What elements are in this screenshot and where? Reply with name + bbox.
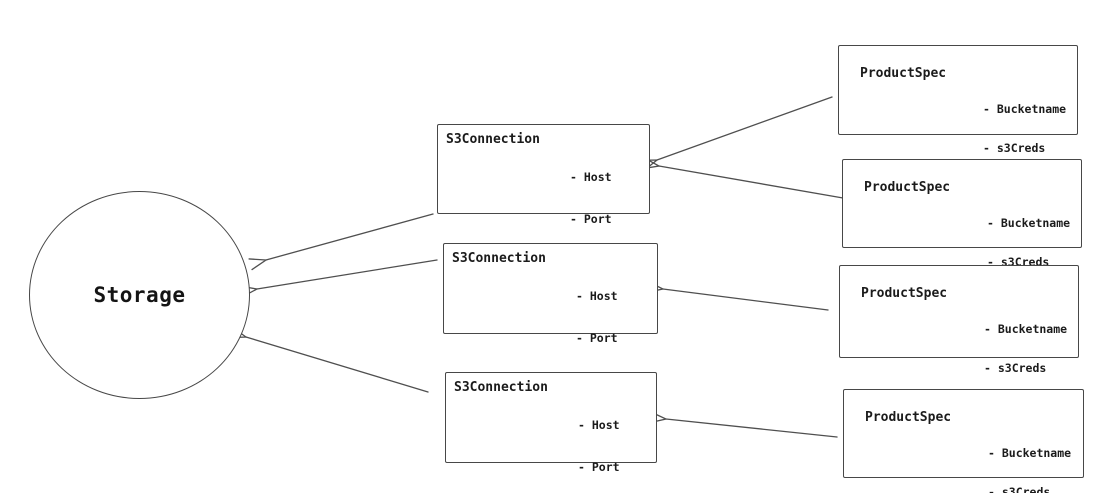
arrow-productspec4-to-s3connection3[interactable] xyxy=(648,411,838,438)
attribute-host: - Host xyxy=(576,289,618,303)
productspec-node-3[interactable]: ProductSpec - Bucketname - s3Creds xyxy=(839,265,1079,375)
attribute-bucketname: - Bucketname xyxy=(984,322,1068,336)
attribute-port: - Port xyxy=(570,212,612,226)
productspec-node-4[interactable]: ProductSpec - Bucketname - s3Creds xyxy=(843,389,1084,493)
s3connection-3-title: S3Connection xyxy=(454,380,548,395)
attribute-port: - Port xyxy=(578,460,620,474)
storage-node[interactable]: Storage xyxy=(29,191,250,399)
productspec-3-attributes: - Bucketname - s3Creds xyxy=(984,297,1067,401)
arrow-productspec3-to-s3connection2[interactable] xyxy=(645,280,829,311)
s3connection-node-1[interactable]: S3Connection - Host - Port - TLS xyxy=(437,124,650,268)
productspec-1-title: ProductSpec xyxy=(860,66,947,81)
attribute-bucketname: - Bucketname xyxy=(988,446,1072,460)
attribute-bucketname: - Bucketname xyxy=(983,102,1067,116)
productspec-node-1[interactable]: ProductSpec - Bucketname - s3Creds xyxy=(838,45,1078,155)
attribute-bucketname: - Bucketname xyxy=(987,216,1071,230)
attribute-s3creds: - s3Creds xyxy=(988,485,1051,493)
productspec-4-attributes: - Bucketname - s3Creds xyxy=(988,421,1071,493)
arrow-s3connection2-to-storage[interactable] xyxy=(239,259,438,298)
productspec-node-2[interactable]: ProductSpec - Bucketname - s3Creds xyxy=(842,159,1082,269)
s3connection-node-3[interactable]: S3Connection - Host - Port - TLS xyxy=(445,372,657,474)
attribute-host: - Host xyxy=(570,170,612,184)
arrow-productspec1-to-s3connection1[interactable] xyxy=(639,96,833,172)
productspec-4-title: ProductSpec xyxy=(865,410,952,425)
attribute-port: - Port xyxy=(576,331,618,345)
attribute-host: - Host xyxy=(578,418,620,432)
s3connection-2-title: S3Connection xyxy=(452,251,546,266)
attribute-s3creds: - s3Creds xyxy=(984,361,1047,375)
productspec-3-title: ProductSpec xyxy=(861,286,948,301)
s3connection-node-2[interactable]: S3Connection - Host - Port - TLS xyxy=(443,243,658,387)
s3connection-1-title: S3Connection xyxy=(446,132,540,147)
productspec-2-title: ProductSpec xyxy=(864,180,951,195)
productspec-1-attributes: - Bucketname - s3Creds xyxy=(983,77,1066,181)
arrow-s3connection1-to-storage[interactable] xyxy=(248,213,434,271)
storage-label: Storage xyxy=(93,283,186,307)
s3connection-3-attributes: - Host - Port - TLS xyxy=(578,390,620,493)
arrow-s3connection3-to-storage[interactable] xyxy=(228,326,429,393)
attribute-s3creds: - s3Creds xyxy=(983,141,1046,155)
arrow-productspec2-to-s3connection1[interactable] xyxy=(641,157,844,199)
